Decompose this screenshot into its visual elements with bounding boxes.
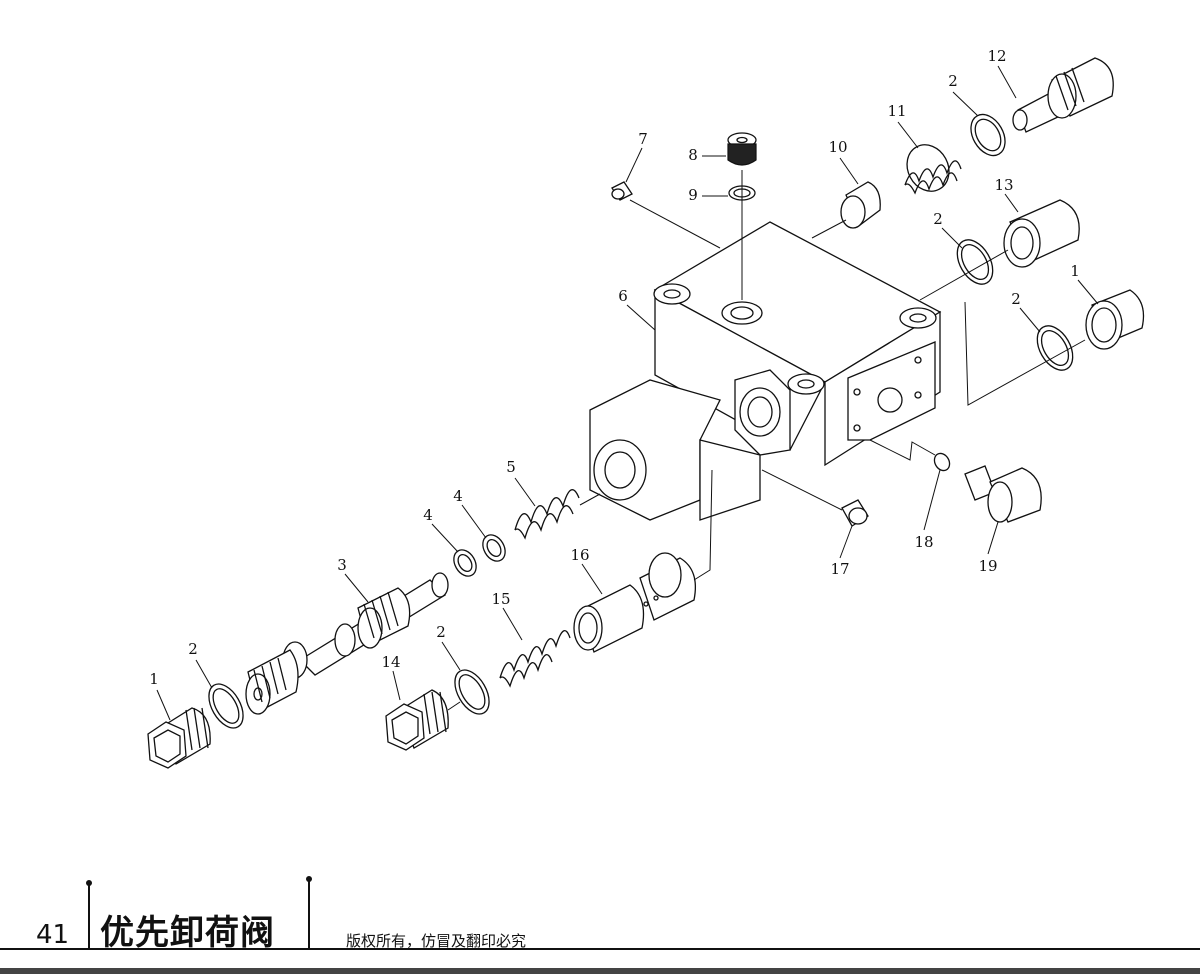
callout-17: 17	[830, 560, 849, 578]
spring-11	[904, 144, 962, 195]
o-ring-18	[933, 452, 951, 472]
callout-11: 11	[887, 102, 906, 120]
rule-dot-left	[86, 880, 92, 886]
callout-14: 14	[381, 653, 400, 671]
washer-4-right	[482, 534, 506, 562]
callout-4-left: 4	[423, 506, 433, 524]
exploded-parts-diagram: 1 2 3 4 4 5 6 7 8 9 10 11 2 12 13 2 1 2 …	[147, 47, 1145, 769]
callout-13: 13	[994, 176, 1013, 194]
o-ring-2-left	[208, 683, 244, 729]
callout-12: 12	[987, 47, 1006, 65]
poppet-10	[840, 181, 881, 229]
callout-2-left: 2	[188, 640, 198, 658]
callout-2-mid: 2	[933, 210, 943, 228]
callout-2-lower: 2	[1011, 290, 1021, 308]
callout-18: 18	[914, 533, 933, 551]
rule-dot-right	[306, 876, 312, 882]
copyright-notice: 版权所有，仿冒及翻印必究	[346, 932, 527, 950]
plug-1-right	[1085, 289, 1145, 350]
o-ring-2-lower	[1036, 325, 1074, 371]
footer-rule	[0, 948, 1200, 950]
pin-17	[841, 499, 869, 527]
o-ring-2-top	[970, 113, 1006, 157]
callout-3: 3	[337, 556, 347, 574]
callout-16: 16	[570, 546, 589, 564]
callout-8: 8	[688, 146, 698, 164]
spring-5	[514, 489, 580, 540]
callout-1-right: 1	[1070, 262, 1080, 280]
callout-7: 7	[638, 130, 648, 148]
plug-12	[1012, 57, 1114, 133]
page-title: 优先卸荷阀	[100, 913, 275, 953]
plug-8	[727, 132, 757, 166]
callout-15: 15	[491, 590, 510, 608]
footer-rule-bottom	[0, 968, 1200, 974]
callout-6: 6	[618, 287, 628, 305]
callout-4-right: 4	[453, 487, 463, 505]
spring-15	[499, 630, 571, 688]
callout-19: 19	[978, 557, 997, 575]
footer-divider-left	[88, 884, 90, 950]
callout-leaders	[156, 65, 1099, 721]
callout-numbers: 1 2 3 4 4 5 6 7 8 9 10 11 2 12 13 2 1 2 …	[149, 47, 1080, 688]
pin-7	[611, 181, 633, 201]
callout-1-left: 1	[149, 670, 159, 688]
callout-5: 5	[506, 458, 516, 476]
callout-2-top: 2	[948, 72, 958, 90]
footer-divider-right	[308, 880, 310, 950]
callout-2-bottom: 2	[436, 623, 446, 641]
valve-body	[589, 221, 942, 521]
plug-13	[1003, 199, 1080, 268]
page-number: 41	[36, 920, 70, 950]
o-ring-2-mid	[956, 239, 994, 285]
plug-1-left	[147, 707, 211, 769]
callout-10: 10	[828, 138, 847, 156]
callout-9: 9	[688, 186, 698, 204]
sleeve-16	[573, 552, 697, 653]
o-ring-2-bottom	[454, 669, 490, 715]
fitting-19	[964, 465, 1042, 523]
washer-4-left	[453, 549, 477, 577]
plug-14	[385, 689, 449, 751]
spool-3	[245, 572, 449, 715]
